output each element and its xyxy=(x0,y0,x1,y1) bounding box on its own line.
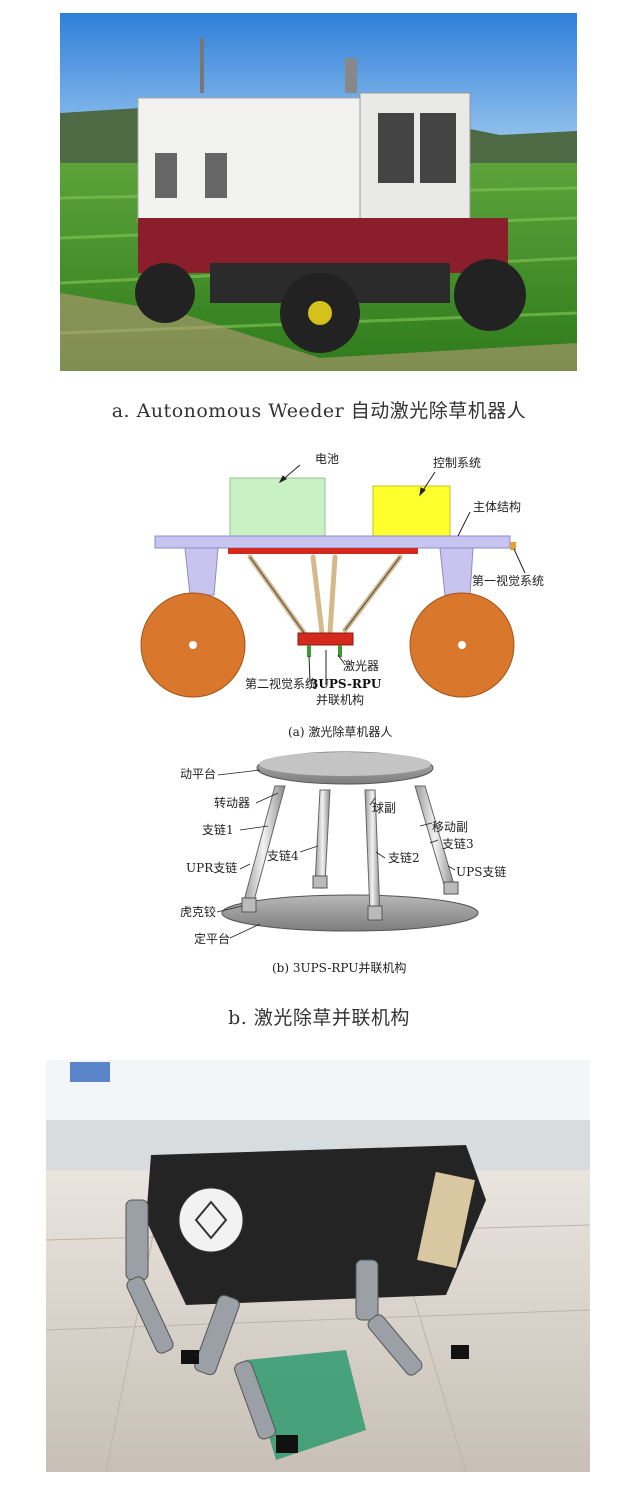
label-spherical-joint: 球副 xyxy=(372,801,396,815)
label-fixed-platform: 定平台 xyxy=(194,931,230,946)
label-control-system: 控制系统 xyxy=(433,456,481,470)
top-rail xyxy=(228,548,418,554)
label-rotator: 转动器 xyxy=(214,795,250,810)
label-hooke-joint: 虎克铰 xyxy=(180,904,216,919)
label-prismatic-joint: 移动副 xyxy=(432,820,468,834)
diagram1-caption: (a) 激光除草机器人 xyxy=(288,724,392,739)
bottom-platform xyxy=(297,632,354,646)
battery-block xyxy=(229,477,326,537)
label-ups-chain: UPS支链 xyxy=(456,864,506,879)
label-main-structure: 主体结构 xyxy=(473,499,521,514)
label-chain-3: 支链3 xyxy=(442,836,474,851)
label-second-vision: 第二视觉系统 xyxy=(245,676,317,691)
label-first-vision: 第一视觉系统 xyxy=(472,573,544,588)
label-chain-4: 支链4 xyxy=(267,848,299,863)
label-chain-2: 支链2 xyxy=(388,850,420,865)
label-mechanism-1: 3UPS-RPU xyxy=(310,677,382,691)
label-chain-1: 支链1 xyxy=(202,822,234,837)
weeder-robot-photo xyxy=(60,13,577,371)
control-block xyxy=(372,485,451,537)
figure-b-caption: b. 激光除草并联机构 xyxy=(228,1007,410,1029)
fixed-platform xyxy=(221,894,479,932)
diagram2-caption: (b) 3UPS-RPU并联机构 xyxy=(272,960,406,975)
main-frame xyxy=(154,535,511,549)
figure-a-caption: a. Autonomous Weeder 自动激光除草机器人 xyxy=(111,400,527,422)
label-moving-platform: 动平台 xyxy=(180,766,216,781)
parallel-mechanism-diagram: 动平台 转动器 球副 支链1 移动副 支链3 支链4 支链2 UPR支链 UPS… xyxy=(180,748,525,978)
laser-robot-diagram: 电池 控制系统 主体结构 第一视觉系统 激光器 第二视觉系统 3UPS-RPU … xyxy=(130,445,560,745)
label-upr-chain: UPR支链 xyxy=(186,860,237,875)
quadruped-robot-photo xyxy=(46,1060,590,1472)
label-laser: 激光器 xyxy=(343,659,379,673)
label-battery: 电池 xyxy=(315,452,339,466)
label-mechanism-2: 并联机构 xyxy=(316,692,364,707)
